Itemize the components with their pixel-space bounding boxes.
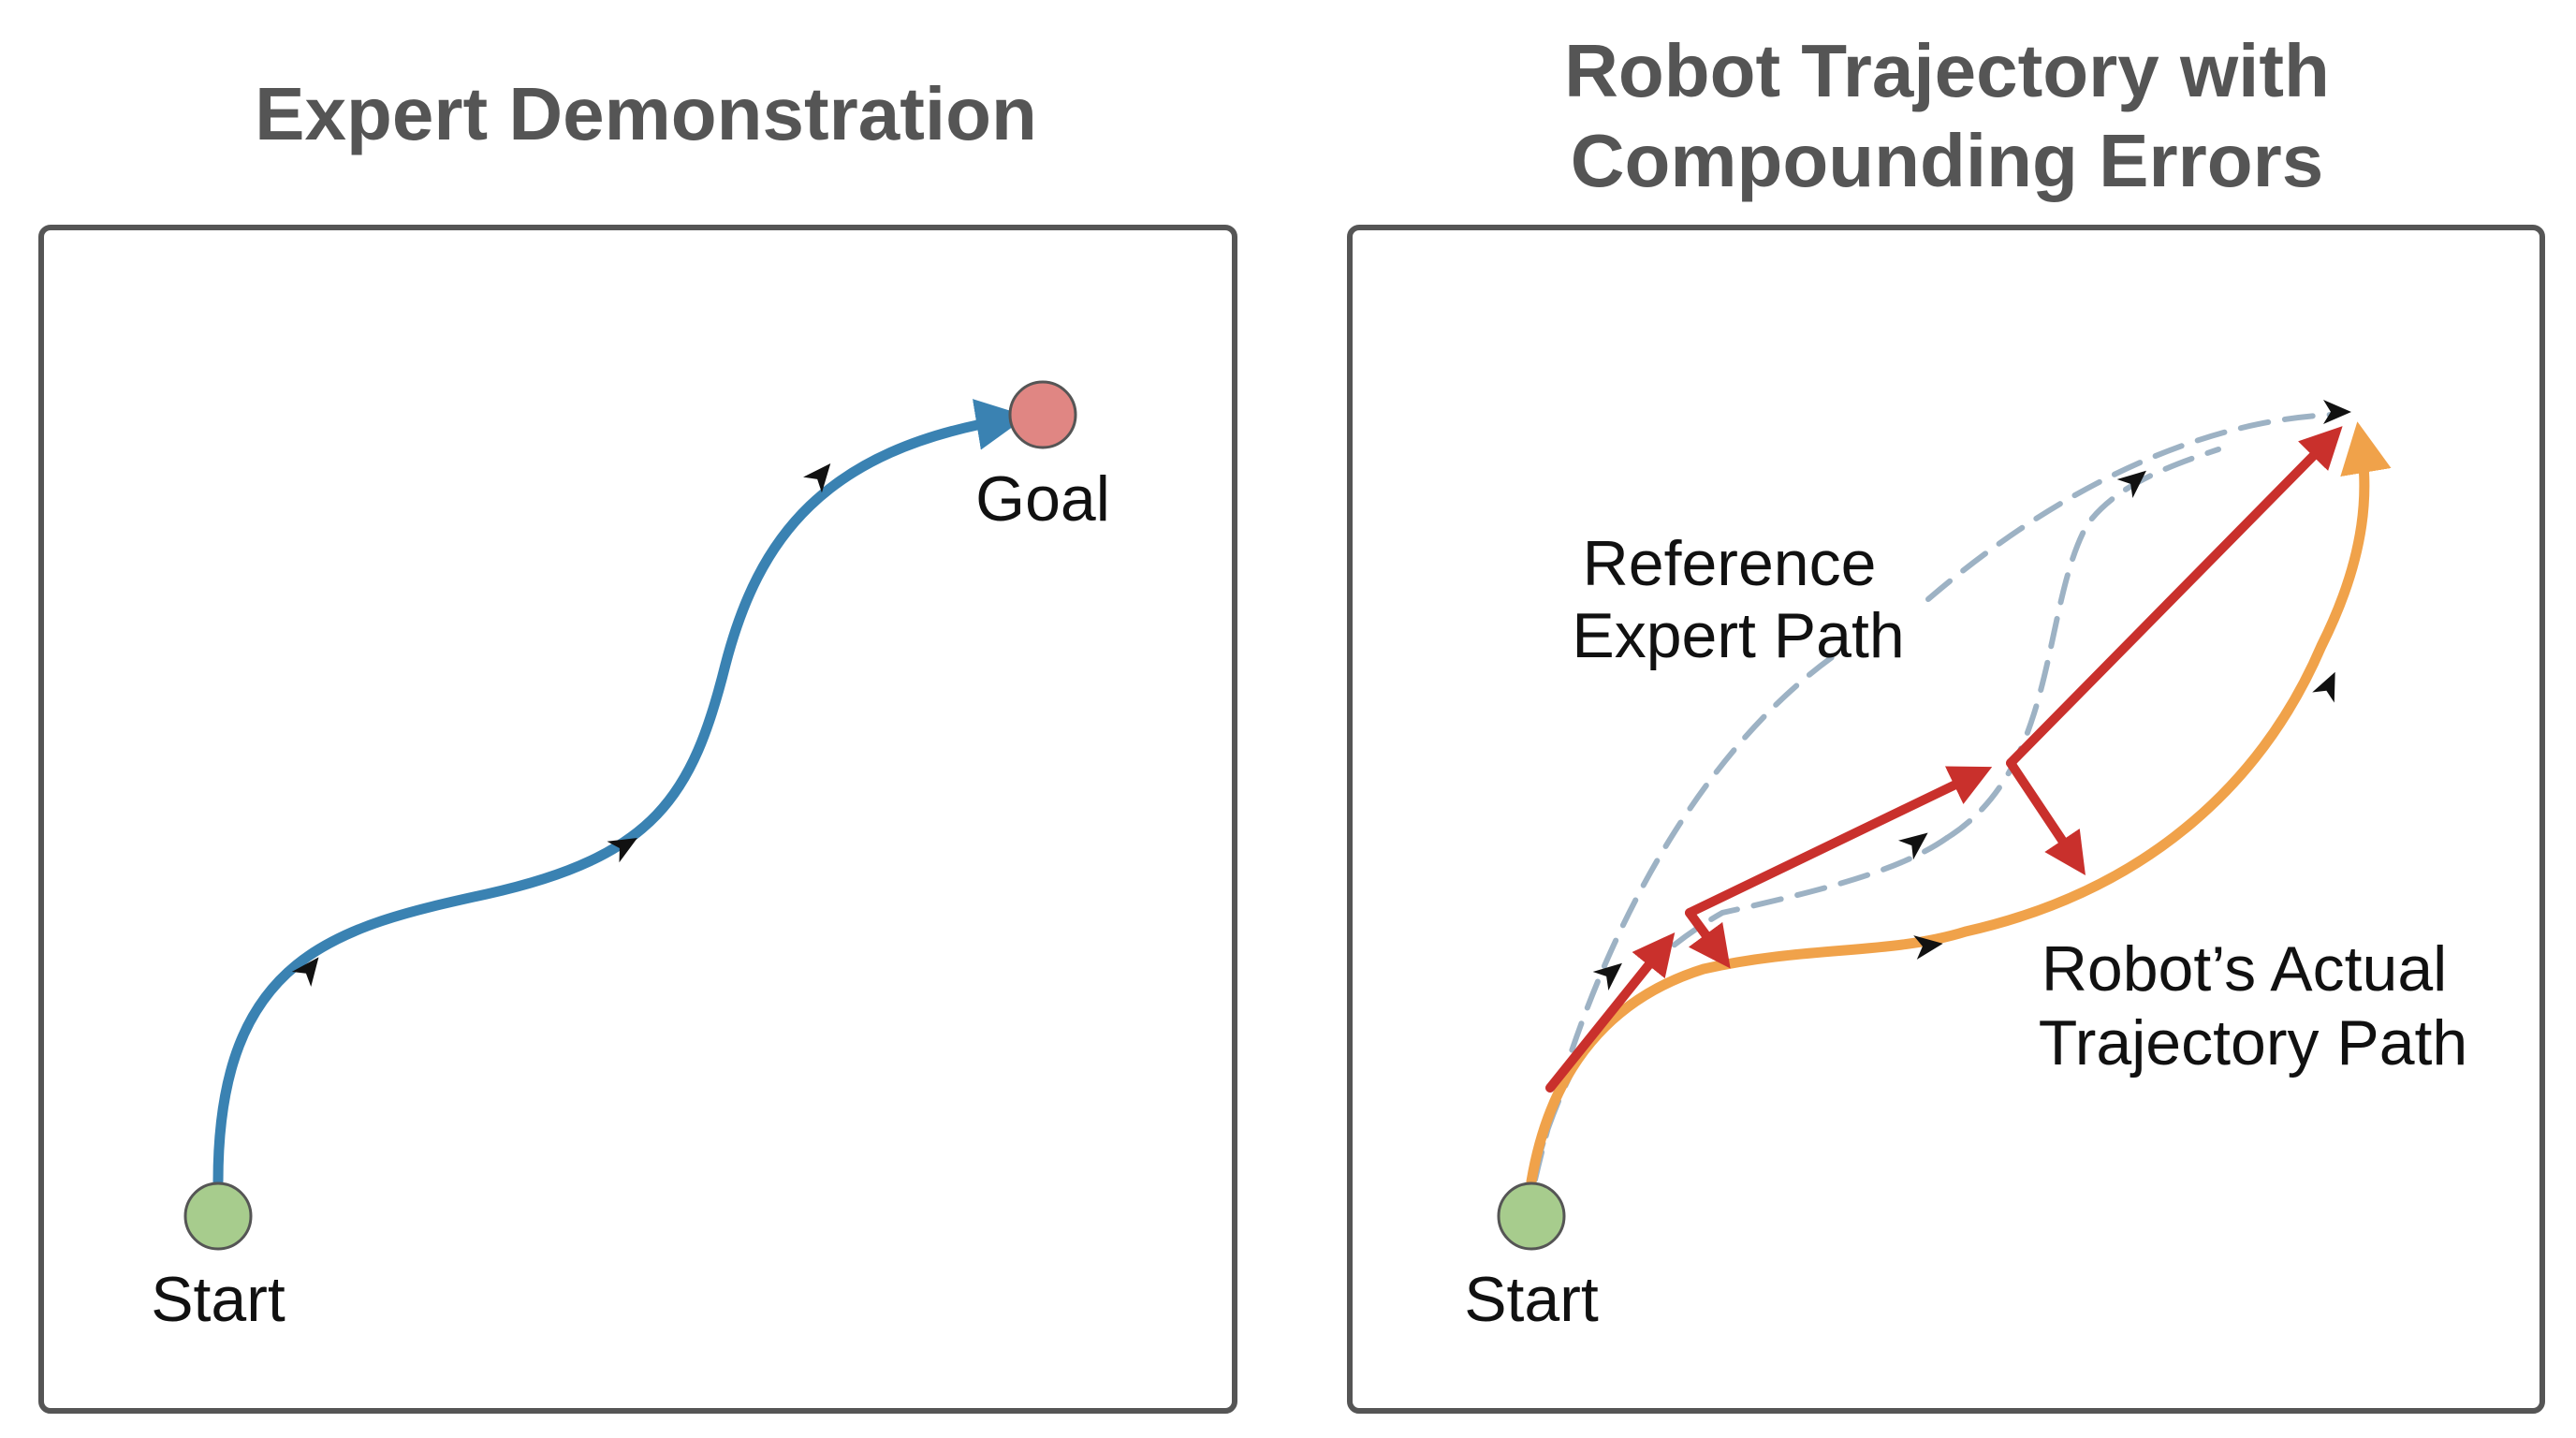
direction-arrowhead-icon xyxy=(2323,400,2351,424)
actual-label-line2: Trajectory Path xyxy=(2039,1007,2468,1078)
direction-arrowhead-icon xyxy=(2116,470,2146,498)
expert-path xyxy=(212,399,1028,1187)
start-marker xyxy=(1497,1181,1566,1251)
reference-label-line2: Expert Path xyxy=(1572,600,1904,671)
robot-actual-path-label: Robot’s Actual Trajectory Path xyxy=(2039,933,2468,1078)
direction-arrowhead-icon xyxy=(2312,671,2335,703)
start-label: Start xyxy=(1464,1264,1599,1335)
goal-marker xyxy=(1008,380,1077,449)
left-panel-frame xyxy=(38,225,1237,1414)
robot-trajectory-title: Robot Trajectory with Compounding Errors xyxy=(1348,26,2546,206)
robot-trajectory-title-line2: Compounding Errors xyxy=(1570,119,2324,202)
direction-arrowhead-icon xyxy=(1913,935,1943,960)
robot-trajectory-title-line1: Robot Trajectory with xyxy=(1564,29,2330,112)
start-label: Start xyxy=(151,1264,285,1335)
goal-label: Goal xyxy=(975,463,1110,535)
direction-arrowhead-icon xyxy=(607,838,637,863)
direction-arrowhead-icon xyxy=(1592,962,1622,990)
actual-label-line1: Robot’s Actual xyxy=(2042,933,2447,1005)
start-marker xyxy=(183,1181,253,1251)
direction-arrowhead-icon xyxy=(803,463,831,493)
robot-actual-path xyxy=(1526,421,2392,1187)
compounding-error-arrows xyxy=(1545,426,2343,1093)
direction-arrowhead-icon xyxy=(1897,832,1928,860)
expert-demonstration-title: Expert Demonstration xyxy=(255,72,1037,155)
reference-expert-path-label: Reference Expert Path xyxy=(1572,528,1904,671)
reference-label-line1: Reference xyxy=(1583,528,1877,599)
direction-arrowhead-icon xyxy=(291,957,319,988)
